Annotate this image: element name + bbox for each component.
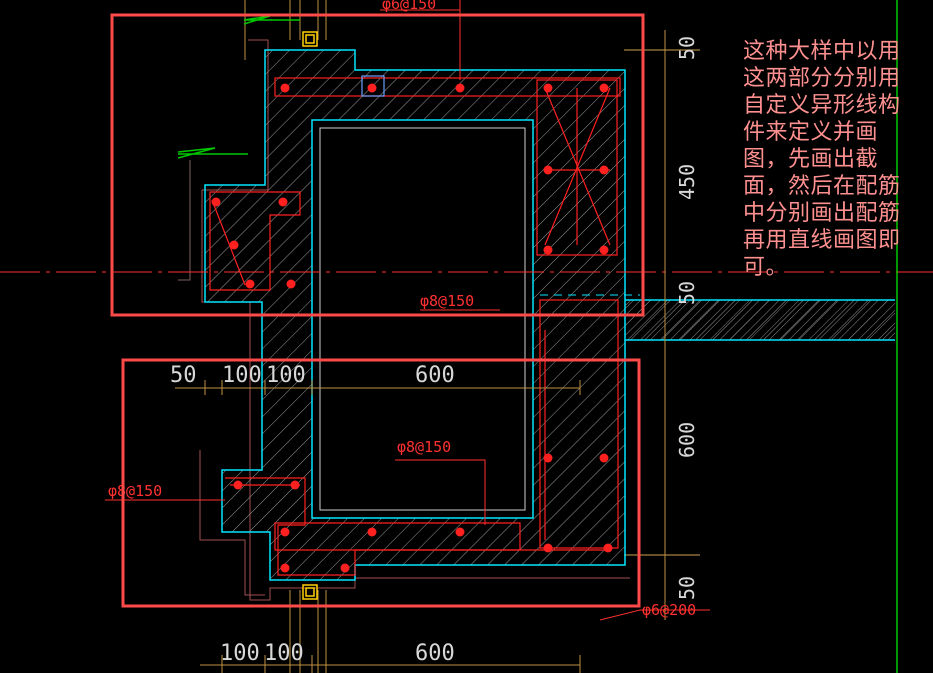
wall-markers	[302, 31, 318, 600]
inner-cavity-outline	[311, 119, 534, 519]
construction-lines	[244, 0, 700, 673]
outer-wall-outline-lower	[199, 450, 265, 596]
dim-right-50a: 50	[675, 36, 699, 60]
rebar-label-left: φ8@150	[108, 482, 162, 500]
green-markers	[177, 0, 898, 673]
dim-top-100a: 100	[222, 363, 262, 388]
rebar-label-top: φ6@150	[382, 0, 436, 13]
beam-hatch	[625, 300, 895, 340]
dim-bottom-600: 600	[415, 641, 455, 666]
dim-right-50b: 50	[675, 281, 699, 305]
dim-bottom-100b: 100	[264, 641, 304, 666]
highlight-box-upper	[110, 13, 645, 317]
label-leaders	[105, 9, 710, 621]
dim-top-600: 600	[415, 363, 455, 388]
dimension-lines	[175, 30, 666, 673]
annotation-note: 这种大样中以用这两部分分别用自定义异形线构件来定义并画图，先画出截面，然后在配筋…	[743, 39, 901, 280]
highlight-box-lower	[121, 358, 641, 608]
rebar-label-bottom-right: φ6@200	[642, 601, 696, 619]
rebar-label-middle: φ8@150	[397, 438, 451, 456]
dim-right-600: 600	[675, 422, 699, 458]
outer-wall-outline-2	[178, 160, 191, 281]
dim-right-50c: 50	[675, 576, 699, 600]
dim-right-450: 450	[675, 164, 699, 200]
dim-bottom-100a: 100	[220, 641, 260, 666]
cursor-marker	[361, 75, 385, 97]
concrete-outline	[204, 49, 626, 581]
dim-top-50: 50	[170, 363, 197, 388]
rebar-dots	[211, 83, 613, 573]
rebar-label-upper: φ8@150	[420, 292, 474, 310]
inner-cavity-inner	[319, 127, 526, 511]
dim-top-100b: 100	[266, 363, 306, 388]
rebar-stirrups	[209, 77, 621, 576]
